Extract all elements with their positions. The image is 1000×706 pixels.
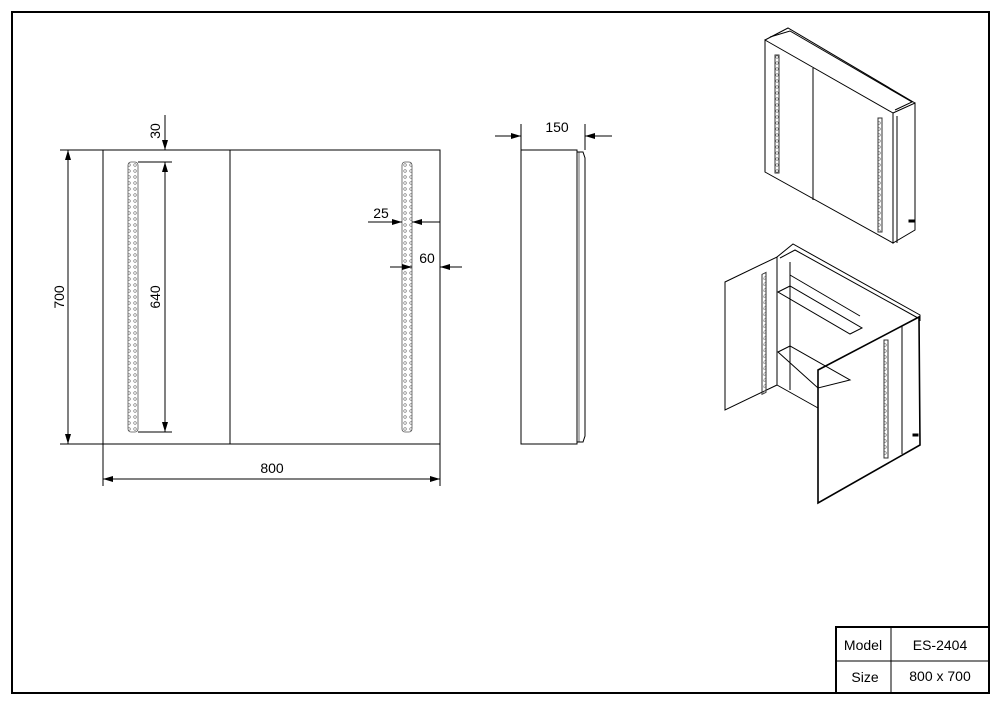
open-right-door-led <box>883 339 889 459</box>
model-label: Model <box>844 637 882 653</box>
model-value: ES-2404 <box>913 637 968 653</box>
size-label: Size <box>851 669 878 685</box>
side-view: 150 <box>495 119 612 445</box>
isometric-view-open <box>724 243 921 505</box>
closed-side-face <box>892 102 916 244</box>
dimension-led-length: 640 <box>138 161 172 433</box>
dimension-label-width: 800 <box>260 460 284 476</box>
dimension-label-led-length: 640 <box>147 285 163 309</box>
dimension-label-led-top-offset: 30 <box>147 123 163 139</box>
dimension-label-led-edge-offset: 60 <box>419 250 435 266</box>
cabinet-front-outline <box>102 149 441 445</box>
open-right-door <box>817 315 921 505</box>
led-strip-left <box>127 161 139 433</box>
front-view: 700 800 640 30 25 <box>51 115 462 486</box>
dimension-height: 700 <box>51 149 103 445</box>
iso-led-strip-right <box>877 117 883 233</box>
dimension-led-top-offset: 30 <box>147 115 168 150</box>
open-upper-shelf <box>776 285 864 335</box>
dimension-width: 800 <box>102 444 441 486</box>
drawing-border <box>11 11 990 694</box>
size-value: 800 x 700 <box>909 668 971 684</box>
isometric-view-closed <box>764 27 916 244</box>
mirror-door-edge <box>577 151 586 443</box>
title-block: Model ES-2404 Size 800 x 700 <box>835 626 990 694</box>
iso-led-strip-left <box>774 54 780 174</box>
dimension-label-depth: 150 <box>545 119 569 135</box>
open-lower-shelf <box>777 345 852 389</box>
dimension-label-height: 700 <box>51 285 67 309</box>
cabinet-side-outline <box>520 149 578 445</box>
open-left-door <box>724 256 778 411</box>
led-strip-right <box>401 161 413 433</box>
open-left-door-led <box>761 271 767 396</box>
closed-front-face <box>764 39 894 244</box>
dimension-led-width: 25 <box>368 205 440 225</box>
dimension-label-led-width: 25 <box>373 205 389 221</box>
dimension-led-edge-offset: 60 <box>390 250 462 270</box>
